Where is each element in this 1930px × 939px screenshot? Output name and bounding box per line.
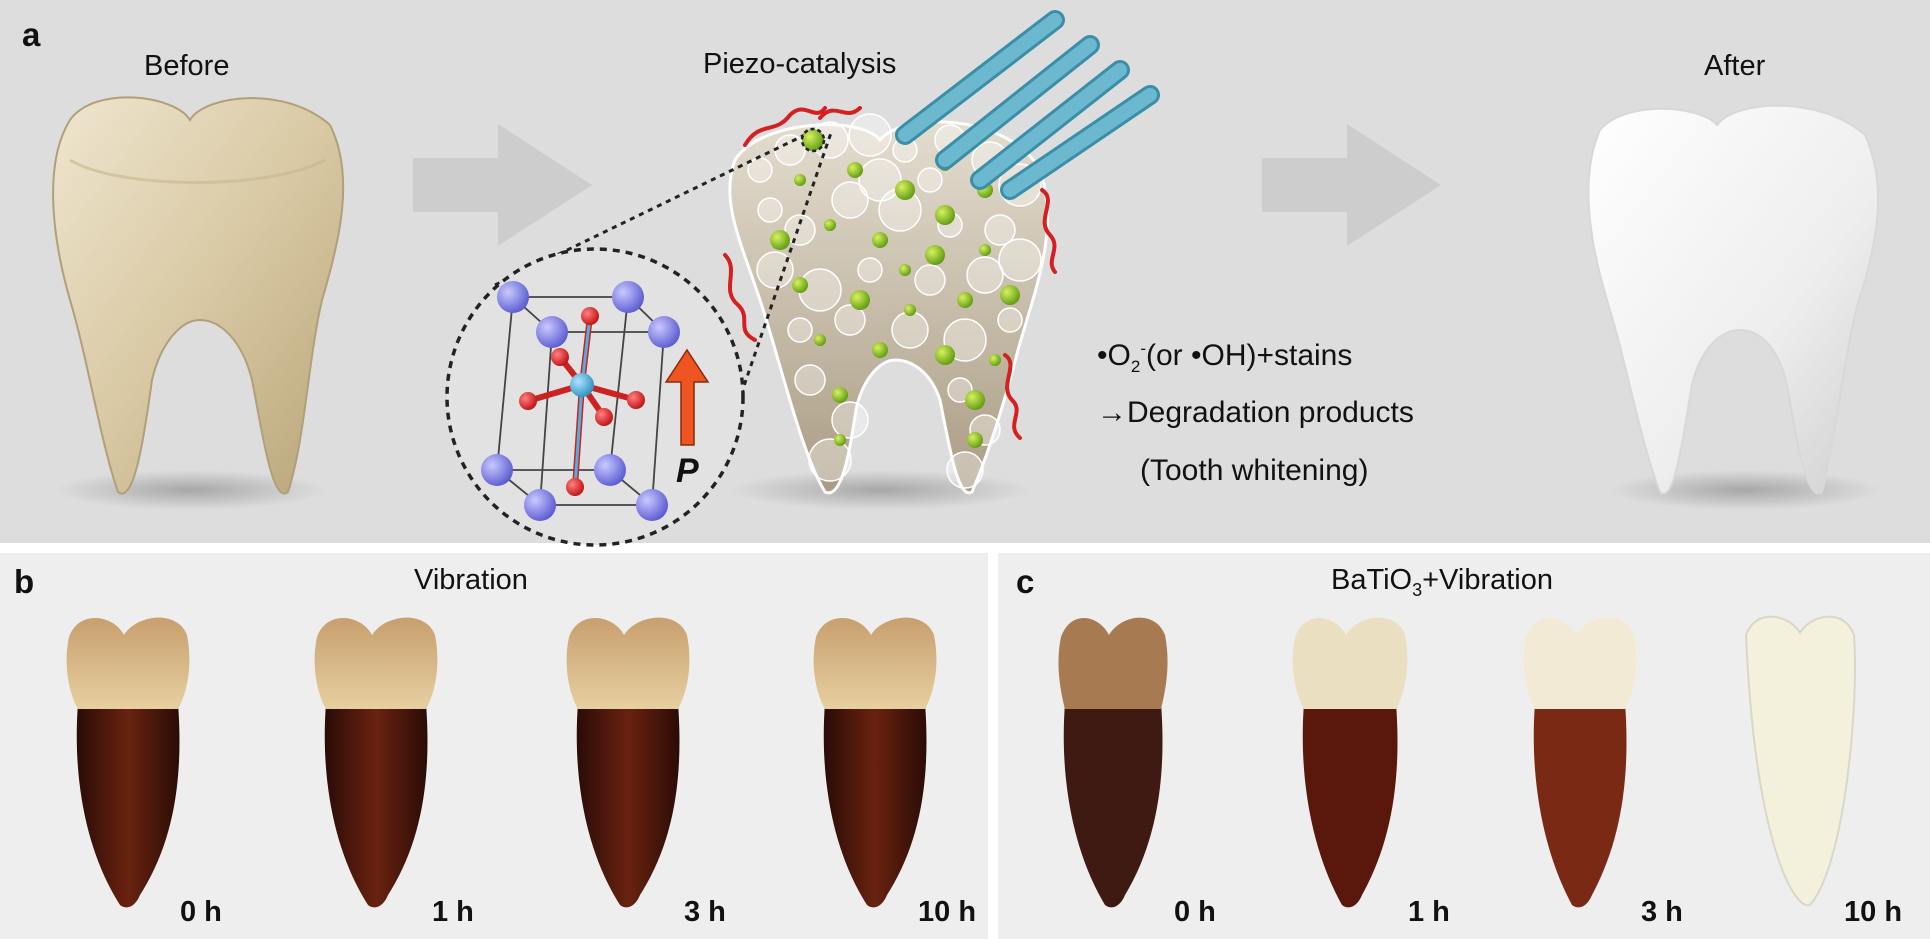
stain-squiggles [723,106,1057,440]
before-label: Before [144,50,230,82]
time-label: 10 h [918,896,977,928]
green-particle [935,205,955,225]
tooth-photo [314,617,438,908]
stained-tooth-illustration [52,96,345,510]
panel-b-photos [66,617,937,908]
bubble [891,311,929,349]
arrow-right-icon [1262,124,1441,246]
time-label: 1 h [432,896,474,928]
bubble [787,317,813,343]
batio3-crystal-inset [445,247,745,547]
time-label: 1 h [1408,896,1450,928]
green-particle [850,290,870,310]
green-particle [935,345,955,365]
panel-b-letter: b [14,563,35,600]
polarization-arrow-icon [664,348,710,446]
green-particle [847,162,863,178]
green-particle [814,334,826,346]
panel-c-letter: c [1016,563,1035,600]
toothbrush-bristles-illustration [895,10,1160,200]
green-particle [989,354,1001,366]
green-particle [965,390,985,410]
bubble [997,307,1023,333]
tooth-photo [566,617,690,908]
bubble [831,401,869,439]
bubble [848,113,892,157]
time-label: 10 h [1844,896,1903,928]
green-particle [792,277,808,293]
green-particle [895,180,915,200]
tooth-photo [66,617,190,908]
bubble [757,197,783,223]
green-particle [899,264,911,276]
green-particle [770,230,790,250]
tooth-photo [1523,617,1637,908]
tooth-photo [1292,617,1408,908]
panel-a: a Before Piezo-catalysis After P •O2-(or… [0,0,1930,547]
green-particle [904,304,916,316]
tooth-photo [813,617,937,908]
reaction-line-2: →Degradation products [1097,396,1414,429]
bubble [966,256,1004,294]
green-particle [832,387,848,403]
reaction-line-3: (Tooth whitening) [1140,454,1369,487]
time-label: 3 h [1641,896,1683,928]
bubble [998,238,1042,282]
bubble [984,214,1016,246]
bubble [857,257,883,283]
after-label: After [1704,50,1766,82]
green-particle [872,342,888,358]
green-particles-group [770,159,1020,448]
bubble [808,438,852,482]
panel-c-photos [1058,615,1856,908]
piezo-catalysis-label: Piezo-catalysis [703,48,897,80]
green-particle [794,174,806,186]
green-particle [824,219,836,231]
bubble [784,214,816,246]
panel-b: b Vibration 0 h 1 h 3 h 10 h [0,553,988,939]
bubble [946,451,984,489]
panel-a-letter: a [22,16,41,53]
green-particle [925,245,945,265]
reaction-line-1: •O2-(or •OH)+stains [1097,339,1353,376]
bubble [834,304,866,336]
green-particle [1000,285,1020,305]
clean-tooth-illustration [1587,104,1880,510]
green-particle [979,244,991,256]
bubble [914,264,946,296]
tooth-photo [1058,617,1168,908]
panel-c: c BaTiO3+Vibration 0 h 1 h 3 h 10 h [998,553,1930,939]
panel-b-title: Vibration [414,564,528,596]
time-label: 3 h [684,896,726,928]
time-label: 0 h [180,896,222,928]
time-label: 0 h [1174,896,1216,928]
polarization-label: P [676,452,699,490]
bubble [774,134,806,166]
green-particle [872,232,888,248]
panel-c-title: BaTiO3+Vibration [1331,564,1553,600]
green-particle [834,434,846,446]
bubble [794,364,826,396]
green-particle [967,432,983,448]
bubble [917,167,943,193]
bubble [858,158,902,202]
tooth-photo [1744,615,1856,907]
bubble [943,318,987,362]
arrow-right-icon [413,124,592,246]
bubble [831,181,869,219]
panel-a-illustration [52,10,1880,547]
green-particle [957,292,973,308]
bubble [756,251,794,289]
